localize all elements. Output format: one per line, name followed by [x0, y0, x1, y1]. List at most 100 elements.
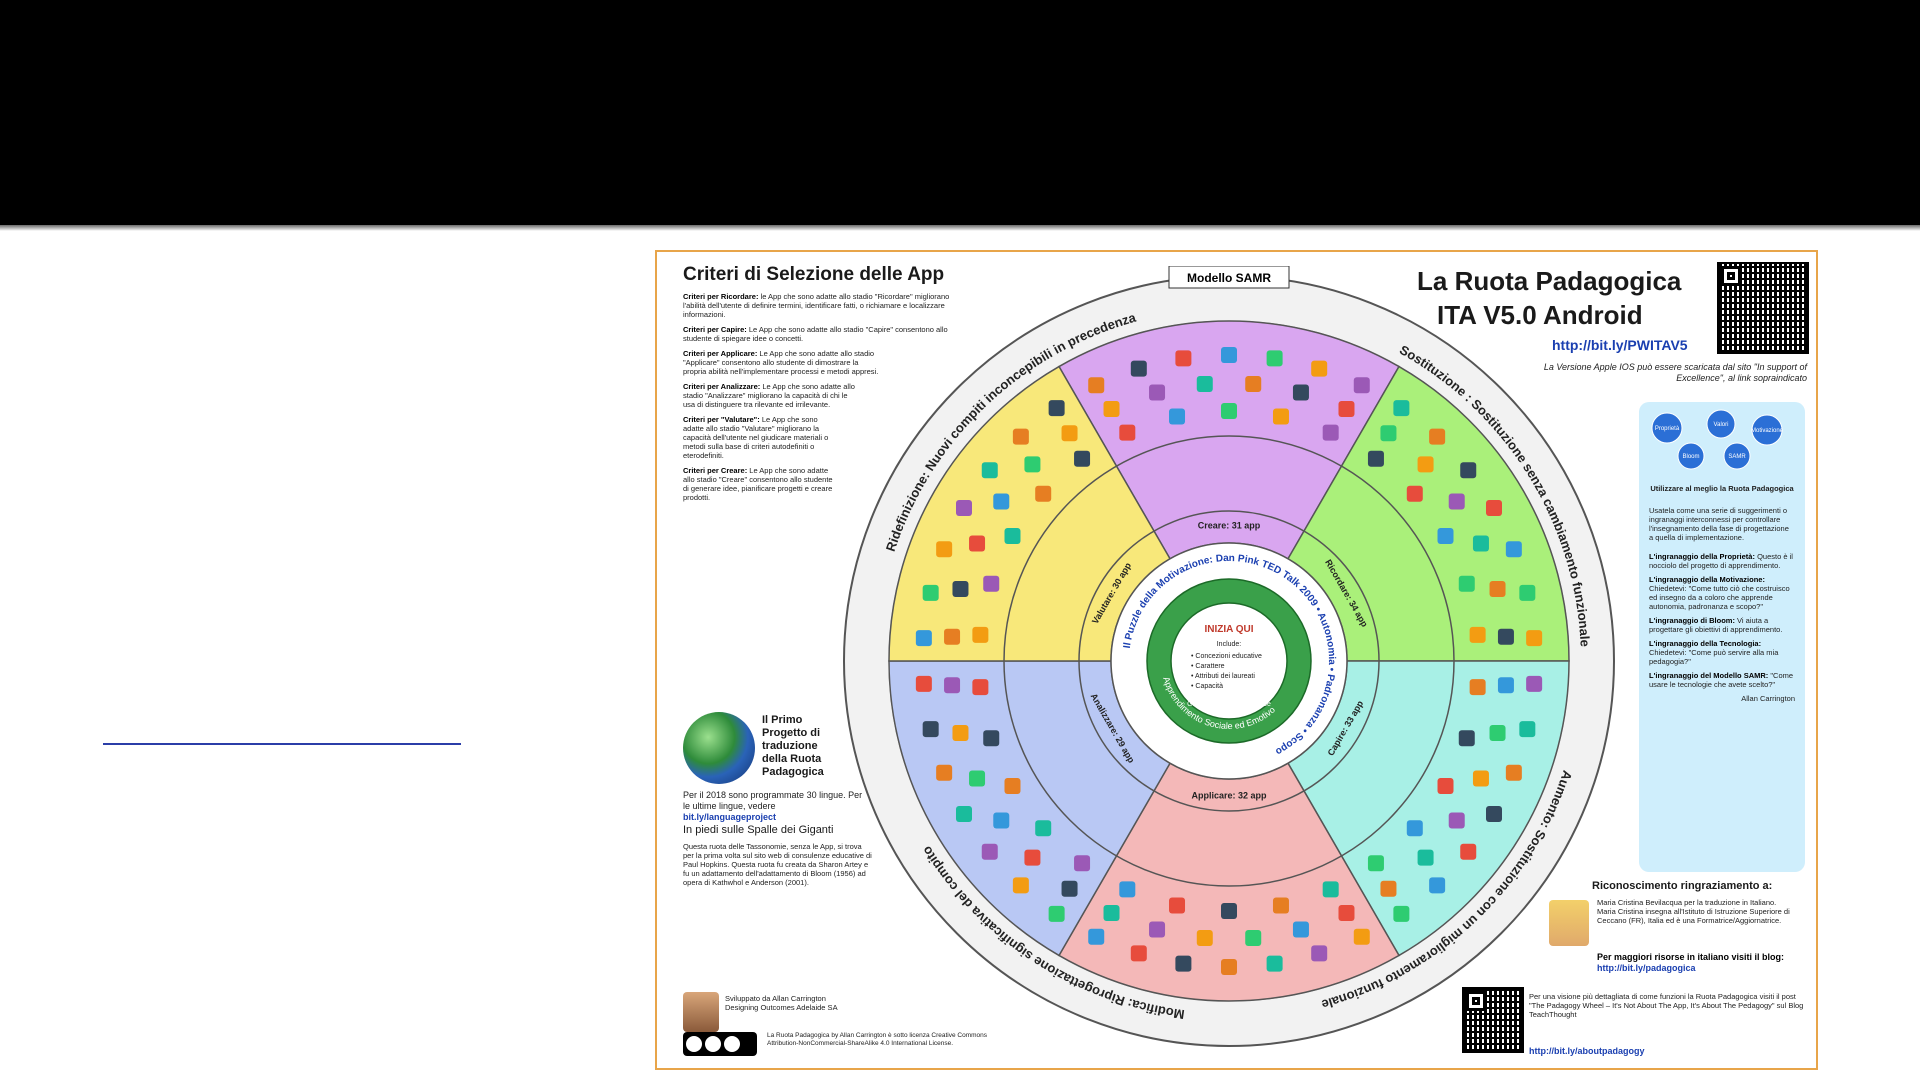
app-icon[interactable]	[1061, 880, 1078, 897]
app-icon[interactable]	[944, 628, 961, 645]
app-icon[interactable]	[1460, 462, 1477, 479]
app-icon[interactable]	[1472, 535, 1489, 552]
app-icon[interactable]	[1266, 955, 1283, 972]
app-icon[interactable]	[972, 626, 989, 643]
app-icon[interactable]	[1380, 425, 1397, 442]
app-icon[interactable]	[1175, 955, 1192, 972]
app-icon[interactable]	[1437, 778, 1454, 794]
app-icon[interactable]	[1448, 812, 1465, 829]
app-icon[interactable]	[1497, 628, 1514, 645]
app-icon[interactable]	[1353, 928, 1370, 945]
app-icon[interactable]	[1061, 425, 1078, 442]
app-icon[interactable]	[1088, 377, 1105, 394]
app-icon[interactable]	[1221, 347, 1237, 363]
app-icon[interactable]	[1526, 675, 1543, 692]
app-icon[interactable]	[1266, 350, 1283, 367]
app-icon[interactable]	[1469, 626, 1486, 643]
app-icon[interactable]	[1035, 820, 1052, 837]
app-icon[interactable]	[972, 679, 989, 696]
app-icon[interactable]	[1221, 403, 1237, 419]
app-icon[interactable]	[1429, 428, 1446, 445]
app-icon[interactable]	[922, 584, 939, 601]
more-link[interactable]: http://bit.ly/padagogica	[1597, 963, 1696, 973]
app-icon[interactable]	[1505, 541, 1522, 558]
app-icon[interactable]	[1526, 630, 1543, 647]
youtube-label[interactable]: Guarda il video di YouTube	[1187, 701, 1271, 708]
app-icon[interactable]	[1380, 880, 1397, 897]
app-icon[interactable]	[1074, 450, 1091, 467]
app-icon[interactable]	[1458, 575, 1475, 592]
app-icon[interactable]	[936, 764, 953, 781]
app-icon[interactable]	[1130, 360, 1147, 377]
app-icon[interactable]	[1221, 903, 1237, 919]
app-icon[interactable]	[1245, 376, 1262, 393]
app-icon[interactable]	[981, 462, 998, 479]
app-icon[interactable]	[1353, 377, 1370, 394]
app-icon[interactable]	[1169, 408, 1186, 425]
app-icon[interactable]	[1272, 408, 1289, 425]
app-icon[interactable]	[1437, 528, 1454, 544]
app-icon[interactable]	[955, 806, 972, 822]
app-icon[interactable]	[1103, 904, 1120, 921]
app-icon[interactable]	[1119, 881, 1136, 898]
app-icon[interactable]	[1004, 528, 1021, 544]
vision-link[interactable]: http://bit.ly/aboutpadagogy	[1529, 1046, 1645, 1056]
app-icon[interactable]	[1338, 401, 1355, 418]
translation-link[interactable]: bit.ly/languageproject	[683, 812, 777, 822]
app-icon[interactable]	[1221, 959, 1237, 975]
app-icon[interactable]	[1048, 400, 1065, 417]
app-icon[interactable]	[1245, 929, 1262, 946]
app-icon[interactable]	[1196, 929, 1213, 946]
app-icon[interactable]	[1469, 679, 1486, 696]
app-icon[interactable]	[1196, 376, 1213, 393]
app-icon[interactable]	[1322, 881, 1339, 898]
app-icon[interactable]	[1048, 905, 1065, 922]
app-icon[interactable]	[1519, 584, 1536, 601]
app-icon[interactable]	[1103, 401, 1120, 418]
app-icon[interactable]	[915, 630, 932, 647]
app-icon[interactable]	[1175, 350, 1192, 367]
app-icon[interactable]	[1406, 485, 1423, 502]
app-icon[interactable]	[1489, 724, 1506, 741]
app-icon[interactable]	[1149, 921, 1166, 938]
app-icon[interactable]	[944, 677, 961, 694]
app-icon[interactable]	[1024, 849, 1041, 866]
app-icon[interactable]	[969, 535, 986, 552]
app-icon[interactable]	[1338, 904, 1355, 921]
app-icon[interactable]	[983, 730, 1000, 747]
app-icon[interactable]	[955, 500, 972, 516]
app-icon[interactable]	[1074, 855, 1091, 872]
app-icon[interactable]	[952, 724, 969, 741]
app-icon[interactable]	[1272, 897, 1289, 914]
app-icon[interactable]	[1486, 806, 1503, 822]
app-icon[interactable]	[983, 575, 1000, 592]
app-icon[interactable]	[1367, 450, 1384, 467]
app-icon[interactable]	[1012, 428, 1029, 445]
app-icon[interactable]	[1489, 581, 1506, 598]
app-icon[interactable]	[1497, 677, 1514, 694]
app-icon[interactable]	[1367, 855, 1384, 872]
app-icon[interactable]	[1088, 928, 1105, 945]
app-icon[interactable]	[922, 721, 939, 738]
app-icon[interactable]	[1505, 764, 1522, 781]
app-icon[interactable]	[1035, 485, 1052, 502]
app-icon[interactable]	[952, 581, 969, 598]
app-icon[interactable]	[936, 541, 953, 558]
app-icon[interactable]	[1417, 456, 1434, 473]
app-icon[interactable]	[1292, 921, 1309, 938]
app-icon[interactable]	[1429, 877, 1446, 894]
app-icon[interactable]	[915, 675, 932, 692]
app-icon[interactable]	[1292, 384, 1309, 401]
app-icon[interactable]	[1149, 384, 1166, 401]
app-icon[interactable]	[1004, 778, 1021, 794]
app-icon[interactable]	[1519, 721, 1536, 738]
app-icon[interactable]	[1458, 730, 1475, 747]
app-icon[interactable]	[1417, 849, 1434, 866]
app-icon[interactable]	[1311, 360, 1328, 377]
qr-code-top[interactable]	[1717, 262, 1809, 354]
app-icon[interactable]	[1322, 424, 1339, 441]
app-icon[interactable]	[969, 770, 986, 787]
app-icon[interactable]	[1393, 400, 1410, 417]
qr-code-bottom[interactable]	[1462, 987, 1524, 1053]
app-icon[interactable]	[1448, 493, 1465, 510]
